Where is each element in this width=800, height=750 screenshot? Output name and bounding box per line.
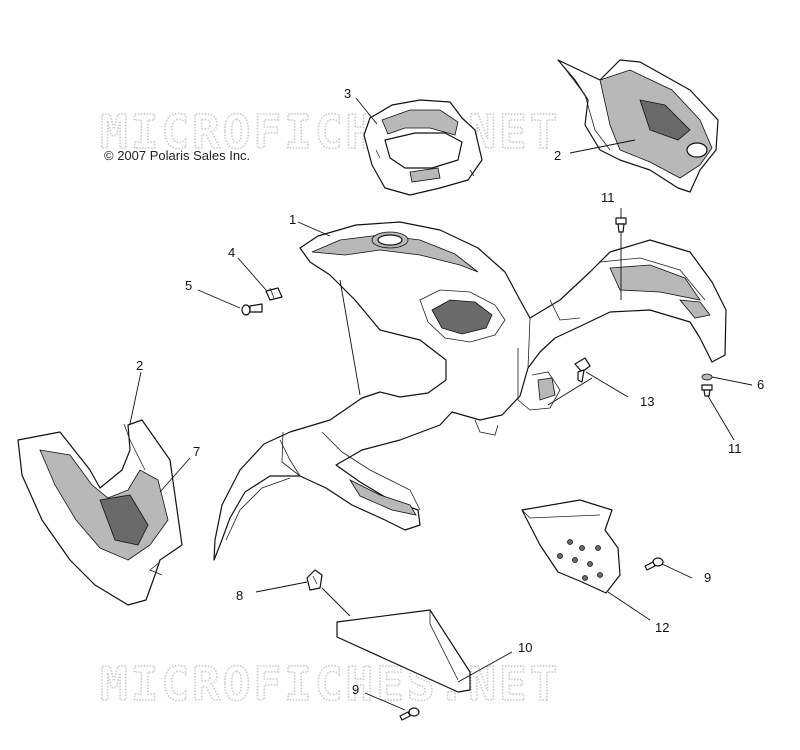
callout-1: 1 (289, 212, 296, 227)
part-headlight-pod (363, 99, 483, 196)
callout-2-top: 2 (554, 148, 561, 163)
part-skid-plate (336, 609, 471, 693)
part-clip (265, 287, 283, 301)
part-side-panel-left (17, 419, 183, 606)
callout-9-bottom: 9 (352, 682, 359, 697)
watermark-top: MICROFICHES.NET (100, 105, 560, 159)
callout-8: 8 (236, 588, 243, 603)
callout-2-left: 2 (136, 358, 143, 373)
part-splash-panel-top (557, 59, 719, 193)
part-heat-shield (521, 499, 621, 594)
callout-10: 10 (518, 640, 532, 655)
callout-6: 6 (757, 377, 764, 392)
callout-7: 7 (193, 444, 200, 459)
part-screw-9-bottom (399, 707, 420, 721)
callout-4: 4 (228, 245, 235, 260)
part-front-fender (213, 221, 727, 561)
leader-lines (129, 97, 753, 711)
callout-3: 3 (344, 86, 351, 101)
copyright-text: © 2007 Polaris Sales Inc. (104, 148, 251, 163)
part-nut-8 (306, 569, 323, 591)
part-screw-5 (241, 303, 263, 316)
part-washer (701, 373, 713, 381)
part-screw-9-right (644, 557, 664, 571)
callout-13: 13 (640, 394, 654, 409)
callout-11-right: 11 (728, 441, 742, 456)
part-screw-11-right (701, 384, 713, 397)
callout-5: 5 (185, 278, 192, 293)
callout-9-right: 9 (704, 570, 711, 585)
watermark-bottom: MICROFICHES.NET (100, 657, 560, 711)
part-screw-11-top (615, 217, 627, 233)
callout-12: 12 (655, 620, 669, 635)
callout-11-top: 11 (601, 190, 615, 205)
part-rivet-13 (574, 357, 591, 383)
